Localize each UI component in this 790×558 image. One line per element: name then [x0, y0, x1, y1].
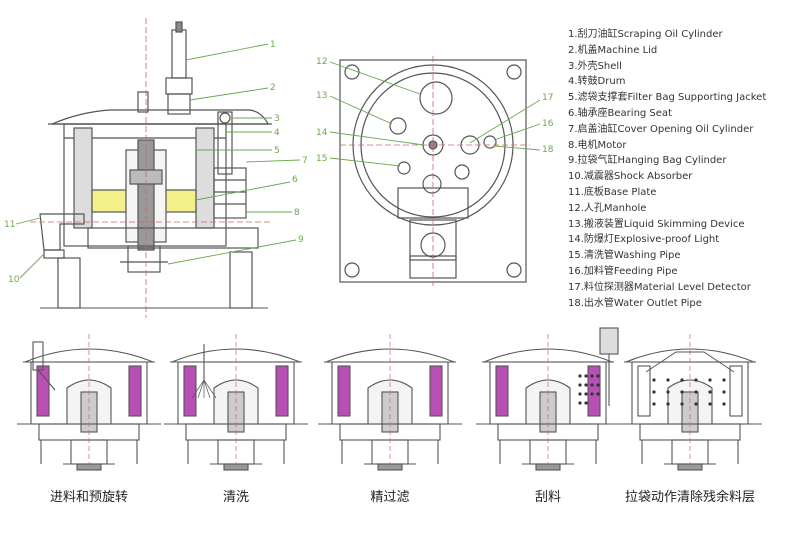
callout-11: 11 [4, 220, 15, 230]
callout-16: 16 [542, 119, 554, 129]
legend-item: 1.刮刀油缸Scraping Oil Cylinder [568, 29, 723, 40]
step-caption-fine-filtration: 精过滤 [370, 490, 410, 505]
callout-9: 9 [298, 235, 304, 245]
legend-item: 6.轴承座Bearing Seat [568, 107, 672, 119]
callout-2: 2 [270, 83, 276, 93]
callout-7: 7 [302, 156, 308, 166]
legend-item: 14.防爆灯Explosive-proof Light [568, 234, 720, 246]
step-caption-feeding: 进料和预旋转 [49, 490, 129, 505]
callout-6: 6 [292, 175, 298, 185]
motor [213, 167, 247, 219]
legend-item: 3.外壳Shell [568, 60, 622, 72]
legend-item: 16.加料管Feeding Pipe [568, 265, 678, 277]
step-view-wash [164, 334, 308, 471]
legend-item: 11.底板Base Plate [568, 186, 657, 198]
operation-steps [17, 327, 762, 471]
callout-14: 14 [316, 128, 328, 138]
shock-absorber-left [57, 257, 81, 309]
callout-4: 4 [274, 128, 280, 138]
step-view-pull [618, 334, 762, 471]
drum-left-wall [73, 127, 93, 229]
callout-12: 12 [316, 57, 327, 67]
drum-right-wall [195, 127, 215, 229]
manhole [419, 81, 453, 115]
cylinder-mount [165, 77, 193, 95]
lid-handle [137, 91, 149, 113]
legend-item: 9.拉袋气缸Hanging Bag Cylinder [568, 155, 727, 167]
shock-absorber-right [229, 251, 253, 309]
step-view-scrape [476, 327, 620, 471]
legend-item: 4.转鼓Drum [568, 76, 626, 88]
legend-item: 10.减震器Shock Absorber [568, 171, 693, 183]
side-callout-numbers: 1 2 3 4 5 7 6 8 9 10 11 [4, 40, 308, 285]
top-callout-numbers: 12 13 14 15 17 16 18 [316, 57, 554, 164]
explosive-proof-light [483, 135, 497, 149]
side-section-view [30, 18, 272, 318]
step-view-filter [318, 334, 462, 471]
step-caption-bag-pulling: 拉袋动作清除残余料层 [624, 490, 756, 505]
parts-legend: 1.刮刀油缸Scraping Oil Cylinder 2.机盖Machine … [568, 27, 788, 311]
hanging-bag-cylinder [127, 245, 161, 273]
legend-item: 7.启盖油缸Cover Opening Oil Cylinder [568, 123, 754, 135]
callout-15: 15 [316, 154, 327, 164]
callout-5: 5 [274, 146, 280, 156]
top-view [339, 56, 530, 286]
callout-3: 3 [274, 114, 280, 124]
step-caption-washing: 清洗 [222, 490, 250, 505]
legend-item: 8.电机Motor [568, 139, 627, 151]
legend-item: 17.料位探测器Material Level Detector [568, 281, 751, 293]
liquid-skimming-device [389, 117, 407, 135]
side-leaders [15, 43, 301, 279]
top-leaders [329, 61, 541, 167]
legend-item: 13.搬液装置Liquid Skimming Device [568, 218, 745, 230]
callout-13: 13 [316, 91, 327, 101]
legend-item: 12.人孔Manhole [568, 202, 647, 214]
step-view-feed [17, 334, 161, 471]
machine-lid [51, 109, 269, 125]
legend-item: 18.出水管Water Outlet Pipe [568, 297, 702, 309]
step-caption-scraping: 刮料 [534, 490, 562, 505]
cover-opening-cylinder [217, 111, 233, 175]
callout-8: 8 [294, 208, 300, 218]
legend-item: 5.滤袋支撑套Filter Bag Supporting Jacket [568, 92, 767, 104]
legend-item: 2.机盖Machine Lid [568, 44, 658, 56]
scraping-cylinder [171, 29, 187, 79]
callout-18: 18 [542, 145, 554, 155]
base-plate [87, 227, 259, 249]
callout-1: 1 [270, 40, 276, 50]
callout-17: 17 [542, 93, 553, 103]
legend-item: 15.清洗管Washing Pipe [568, 250, 681, 262]
callout-10: 10 [8, 275, 20, 285]
